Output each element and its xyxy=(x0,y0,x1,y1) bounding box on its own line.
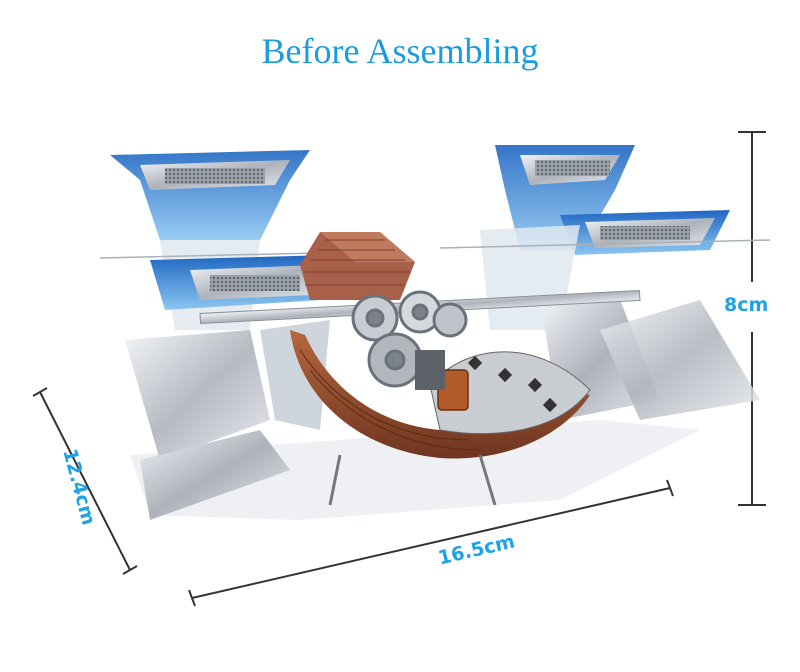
left-paddle-wheel xyxy=(99,150,361,520)
depth-dimension-line xyxy=(32,387,138,575)
boat-hull xyxy=(290,330,591,506)
height-dimension-line xyxy=(738,131,766,506)
base-shadow xyxy=(130,420,700,520)
width-dimension-line xyxy=(188,479,674,607)
cabin-roof xyxy=(300,232,415,300)
height-dimension-label: 8cm xyxy=(724,294,769,316)
gear-mechanism xyxy=(351,290,468,388)
page-title: Before Assembling xyxy=(261,31,539,71)
